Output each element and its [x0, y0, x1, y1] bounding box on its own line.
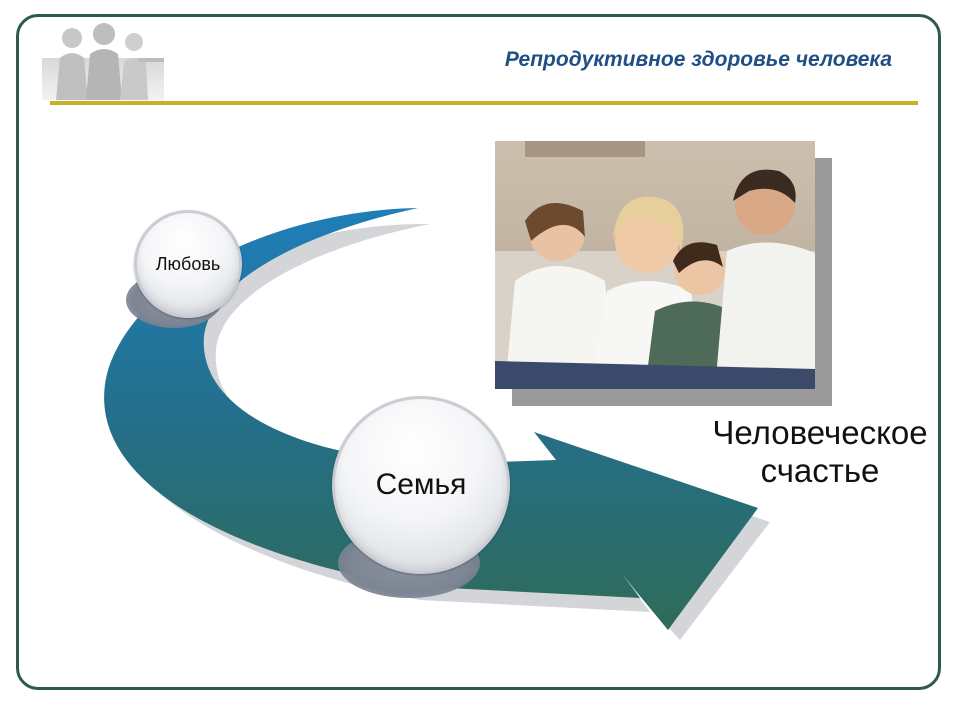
family-node-label: Семья — [375, 468, 467, 501]
curved-arrow-body — [104, 208, 759, 630]
happiness-caption: Человеческое счастье — [690, 414, 950, 491]
love-node-label: Любовь — [155, 253, 221, 274]
love-node: Любовь — [134, 210, 242, 318]
people-silhouette-logo — [42, 23, 164, 100]
happiness-line-2: счастье — [760, 452, 880, 490]
family-photo — [495, 141, 815, 389]
page-title: Репродуктивное здоровье человека — [504, 48, 892, 71]
family-node: Семья — [332, 396, 510, 574]
title-divider — [50, 101, 918, 105]
happiness-line-1: Человеческое — [712, 414, 928, 451]
